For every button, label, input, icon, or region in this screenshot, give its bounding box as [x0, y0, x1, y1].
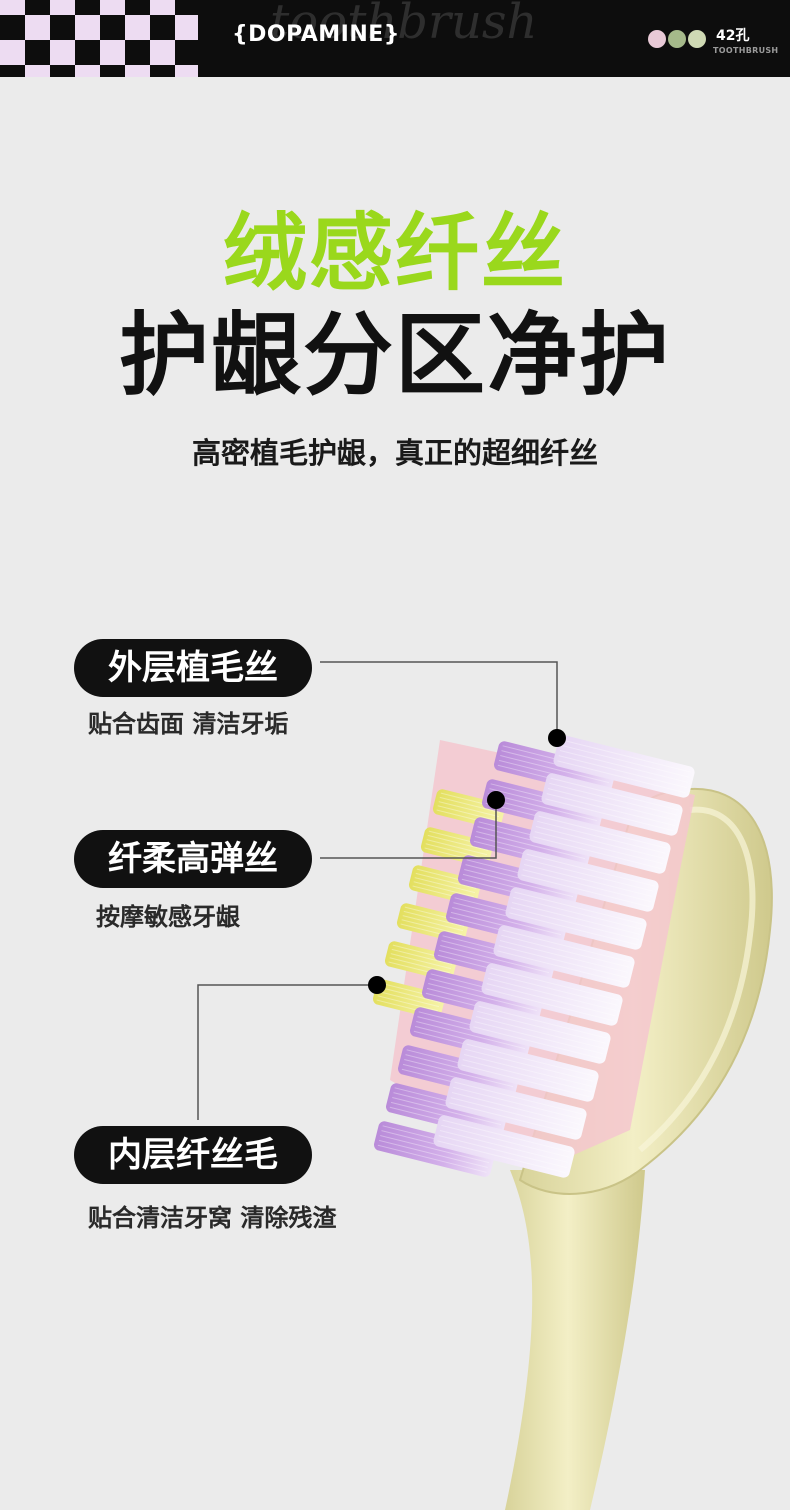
checker-cell	[100, 40, 125, 65]
watermark-text: toothbrush	[270, 0, 538, 50]
bristle-tuft-white	[553, 735, 695, 798]
checker-cell	[125, 65, 150, 77]
checker-cell	[0, 15, 25, 40]
bristle-tuft-white	[469, 1001, 611, 1064]
color-dot-green	[668, 30, 686, 48]
color-dots	[648, 30, 706, 48]
checker-cell	[175, 0, 198, 15]
callout-outer-title: 外层植毛丝	[74, 639, 312, 697]
checker-cell	[75, 65, 100, 77]
checker-cell	[100, 65, 125, 77]
hole-count: 42孔	[716, 28, 750, 44]
checker-pattern	[0, 0, 198, 77]
checker-cell	[50, 40, 75, 65]
checker-cell	[175, 15, 198, 40]
callout-outer-desc: 贴合齿面 清洁牙垢	[88, 710, 289, 738]
brush-handle	[505, 1170, 645, 1510]
checker-cell	[0, 0, 25, 15]
headline-line1: 绒感纤丝	[222, 204, 567, 302]
checker-cell	[150, 65, 175, 77]
checker-cell	[125, 0, 150, 15]
headline-line2: 护龈分区净护	[119, 303, 671, 408]
bristle-tuft-white	[493, 925, 635, 988]
checker-cell	[100, 0, 125, 15]
subtitle: 高密植毛护龈，真正的超细纤丝	[191, 436, 598, 470]
brush-head-rim	[638, 806, 756, 1153]
top-banner: toothbrush {DOPAMINE} 42孔 TOOTHBRUSH	[0, 0, 790, 77]
bristle-tuft-white	[505, 887, 647, 950]
checker-cell	[75, 40, 100, 65]
color-dot-lightgreen	[688, 30, 706, 48]
checker-cell	[75, 15, 100, 40]
bristle-tufts	[372, 735, 695, 1178]
color-dot-pink	[648, 30, 666, 48]
checker-cell	[0, 40, 25, 65]
checker-cell	[100, 15, 125, 40]
checker-cell	[150, 0, 175, 15]
checker-cell	[25, 15, 50, 40]
checker-cell	[50, 0, 75, 15]
product-label: TOOTHBRUSH	[713, 46, 779, 55]
checker-cell	[50, 15, 75, 40]
checker-cell	[175, 65, 198, 77]
checker-cell	[125, 40, 150, 65]
checker-cell	[125, 15, 150, 40]
callout-inner-desc: 贴合清洁牙窝 清除残渣	[88, 1204, 337, 1232]
bristle-tuft-white	[517, 849, 659, 912]
brand-name: {DOPAMINE}	[232, 22, 400, 47]
checker-cell	[25, 0, 50, 15]
checker-cell	[25, 65, 50, 77]
bristle-tuft-white	[457, 1039, 599, 1102]
bristle-tuft-white	[529, 811, 671, 874]
checker-cell	[150, 40, 175, 65]
checker-cell	[75, 0, 100, 15]
bristle-tuft-white	[445, 1077, 587, 1140]
checker-cell	[175, 40, 198, 65]
toothbrush-illustration	[372, 735, 773, 1510]
bristle-tuft-white	[481, 963, 623, 1026]
bristle-tuft-white	[433, 1115, 575, 1178]
checker-cell	[25, 40, 50, 65]
checker-cell	[50, 65, 75, 77]
callout-soft-title: 纤柔高弹丝	[74, 830, 312, 888]
bristle-tuft-white	[541, 773, 683, 836]
callout-soft-desc: 按摩敏感牙龈	[96, 903, 240, 931]
callout-inner-title: 内层纤丝毛	[74, 1126, 312, 1184]
checker-cell	[0, 65, 25, 77]
checker-cell	[150, 15, 175, 40]
